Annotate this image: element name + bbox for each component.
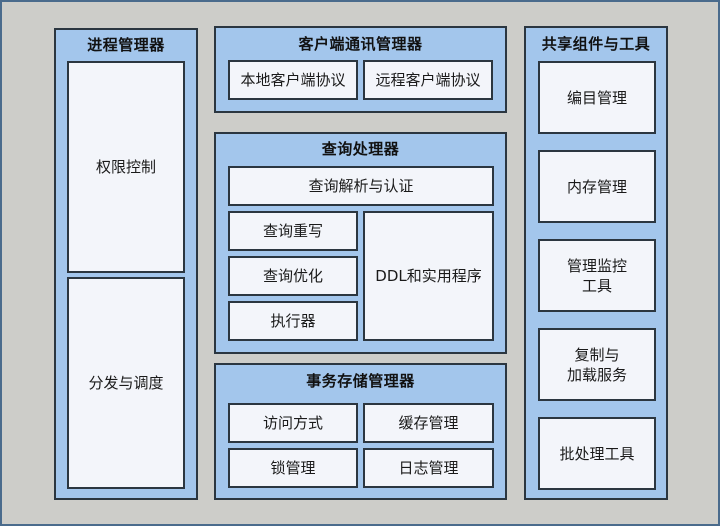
remote-client-protocol-box: 远程客户端协议: [363, 60, 493, 100]
buffer-manager-box: 缓存管理: [363, 403, 494, 443]
shared-components-group: 共享组件与工具 编目管理 内存管理 管理监控 工具 复制与 加载服务 批处理工具: [524, 26, 668, 500]
memory-manager-box: 内存管理: [538, 150, 656, 223]
query-optimizer-box: 查询优化: [228, 256, 358, 296]
admin-monitoring-tools-box: 管理监控 工具: [538, 239, 656, 312]
query-parsing-auth-box: 查询解析与认证: [228, 166, 494, 206]
process-manager-group: 进程管理器 权限控制 分发与调度: [54, 28, 198, 500]
ddl-utilities-box: DDL和实用程序: [363, 211, 494, 341]
replication-loading-services-box: 复制与 加载服务: [538, 328, 656, 401]
shared-components-title: 共享组件与工具: [541, 35, 651, 53]
transactional-storage-manager-title: 事务存储管理器: [306, 372, 415, 390]
query-rewrite-box: 查询重写: [228, 211, 358, 251]
query-processor-group: 查询处理器 查询解析与认证 查询重写 查询优化 执行器 DDL和实用程序: [214, 132, 507, 354]
client-comm-manager-group: 客户端通讯管理器 本地客户端协议 远程客户端协议: [214, 26, 507, 113]
transactional-storage-manager-group: 事务存储管理器 访问方式 缓存管理 锁管理 日志管理: [214, 363, 507, 500]
log-manager-box: 日志管理: [363, 448, 494, 488]
query-processor-title: 查询处理器: [321, 140, 400, 158]
process-manager-title: 进程管理器: [87, 36, 165, 54]
dispatch-scheduling-box: 分发与调度: [67, 277, 185, 489]
lock-manager-box: 锁管理: [228, 448, 358, 488]
executor-box: 执行器: [228, 301, 358, 341]
access-control-box: 权限控制: [67, 61, 185, 273]
local-client-protocol-box: 本地客户端协议: [228, 60, 358, 100]
batch-utilities-box: 批处理工具: [538, 417, 656, 490]
access-methods-box: 访问方式: [228, 403, 358, 443]
catalog-manager-box: 编目管理: [538, 61, 656, 134]
client-comm-manager-title: 客户端通讯管理器: [298, 35, 423, 53]
